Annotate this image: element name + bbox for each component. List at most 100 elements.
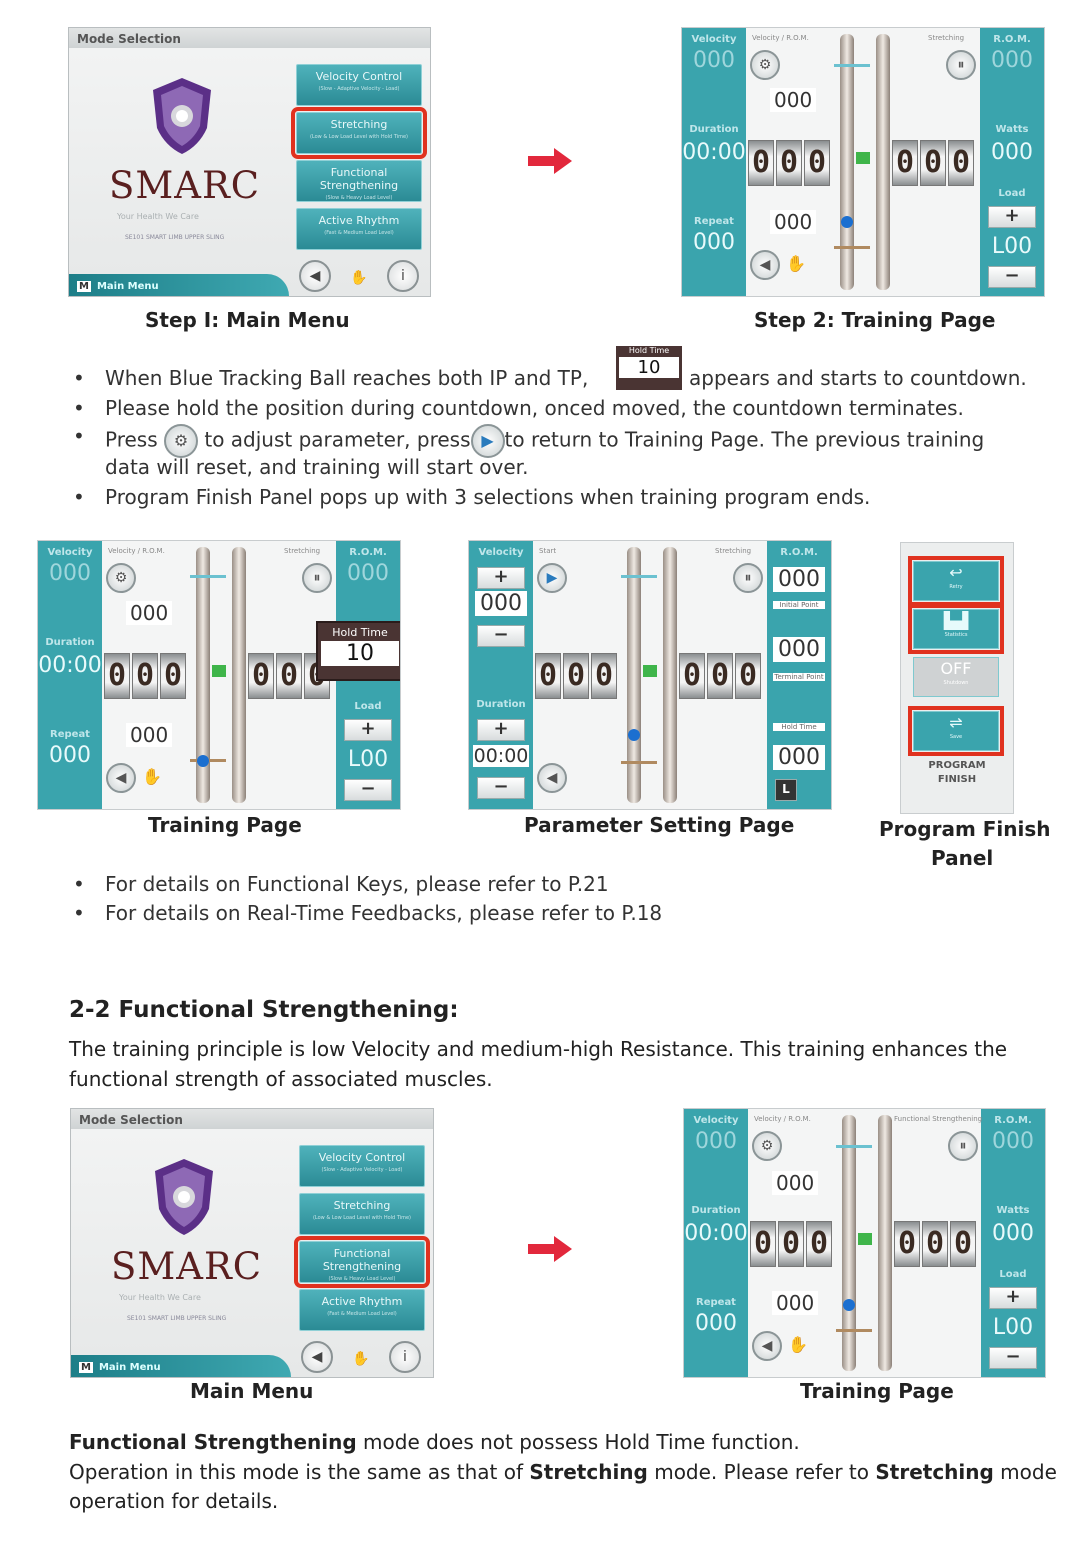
duration-label: Duration [476,699,526,710]
statistics-button[interactable]: ▙▟Statistics [908,604,1004,654]
duration-value: 00:00 [473,745,529,767]
cancel-hand-icon[interactable]: ✋ [350,270,368,286]
initial-point-label: Initial Point [773,601,825,609]
note-line-2: Operation in this mode is the same as th… [69,1460,1057,1484]
left-panel: Velocity 000 Duration 00:00 Repeat 000 [682,28,746,296]
velocity-control-button[interactable]: Velocity Control(Slow - Adaptive Velocit… [299,1145,425,1187]
caption-training-page: Training Page [148,813,302,837]
velocity-plus-button[interactable]: + [477,567,525,589]
initial-point-value: 000 [773,567,825,592]
pause-icon[interactable]: ⏸ [946,50,976,80]
main-menu-screen-2: Mode Selection SMARC Your Health We Care… [70,1108,434,1378]
load-label: Load [354,701,382,712]
repeat-value: 000 [695,1311,737,1336]
mode-selection-title: Mode Selection [77,32,181,46]
speaker-icon[interactable]: ◀ [750,250,780,280]
midpoint-marker [856,152,870,164]
velocity-value: 000 [475,591,527,616]
cancel-hand-icon[interactable]: ✋ [786,254,806,273]
gear-icon[interactable]: ⚙ [750,50,780,80]
velocity-minus-button[interactable]: − [477,625,525,647]
play-icon: ▶ [470,424,505,458]
play-icon[interactable]: ▶ [537,563,567,593]
cancel-hand-icon[interactable]: ✋ [352,1351,370,1367]
repeat-label: Repeat [696,1297,736,1308]
pause-icon[interactable]: ⏸ [948,1131,978,1161]
smarc-brand: SMARC [109,164,261,207]
duration-plus-button[interactable]: + [477,719,525,741]
mode-selection-title: Mode Selection [79,1113,183,1127]
pause-icon[interactable]: ⏸ [733,563,763,593]
tracking-ball [197,755,209,767]
load-label: Load [998,188,1026,199]
smarc-brand: SMARC [111,1245,263,1288]
top-value: 000 [772,1171,819,1195]
start-mini-label: Start [539,547,557,555]
load-minus-button[interactable]: − [989,1347,1037,1369]
repeat-label: Repeat [694,216,734,227]
midpoint-marker [212,665,226,677]
velocity-value: 000 [49,561,91,586]
ip-marker [834,246,870,249]
speaker-icon[interactable]: ◀ [301,1341,333,1373]
mode-mini-label: Stretching [928,34,965,42]
speaker-icon[interactable]: ◀ [537,763,567,793]
velocity-label: Velocity [691,34,737,45]
speaker-icon[interactable]: ◀ [752,1331,782,1361]
gear-icon[interactable]: ⚙ [106,563,136,593]
functional-strengthening-button[interactable]: Functional Strengthening(Slow & Heavy Lo… [294,1236,430,1288]
arrow-icon [528,148,572,174]
caption-main-menu: Main Menu [190,1379,314,1403]
terminal-point-value: 000 [773,637,825,662]
cancel-hand-icon[interactable]: ✋ [788,1335,808,1354]
retry-button[interactable]: ↩Retry [908,556,1004,606]
load-plus-button[interactable]: + [989,1287,1037,1309]
hold-time-value: 000 [773,745,825,770]
pause-icon[interactable]: ⏸ [302,563,332,593]
caption-program-finish-2: Panel [931,846,994,870]
lock-toggle[interactable]: L [775,779,797,801]
load-minus-button[interactable]: − [988,266,1036,288]
repeat-value: 000 [693,230,735,255]
counter-right: 000 [248,653,330,699]
load-plus-button[interactable]: + [344,719,392,741]
gear-icon[interactable]: ⚙ [752,1131,782,1161]
info-icon[interactable]: i [387,260,419,292]
tp-marker [836,1145,872,1148]
rail-left [196,547,210,803]
duration-minus-button[interactable]: − [477,777,525,799]
stretching-button[interactable]: Stretching(Low & Low Load Level with Hol… [291,107,427,159]
load-plus-button[interactable]: + [988,206,1036,228]
duration-value: 00:00 [38,653,102,678]
rail-right [232,547,246,803]
caption-program-finish-1: Program Finish [879,817,1051,841]
save-button[interactable]: ⇌Save [908,706,1004,756]
note-line-3: operation for details. [69,1489,279,1513]
bottom-value: 000 [770,210,817,234]
right-panel: R.O.M. 000 Watts 000 Load + L00 − [981,1109,1045,1377]
rail-left [840,34,854,290]
mode-mini-label: Stretching [715,547,752,555]
caption-step1: Step I: Main Menu [145,308,350,332]
velocity-control-button[interactable]: Velocity Control(Slow - Adaptive Velocit… [296,64,422,106]
training-screen-step2: Velocity 000 Duration 00:00 Repeat 000 R… [681,27,1045,297]
active-rhythm-button[interactable]: Active Rhythm(Fast & Medium Load Level) [299,1289,425,1331]
speaker-icon[interactable]: ◀ [299,260,331,292]
load-minus-button[interactable]: − [344,779,392,801]
velocity-rom-mini-label: Velocity / R.O.M. [754,1115,811,1123]
speaker-icon[interactable]: ◀ [106,763,136,793]
cancel-hand-icon[interactable]: ✋ [142,767,162,786]
stretching-button[interactable]: Stretching(Low & Low Load Level with Hol… [299,1193,425,1235]
active-rhythm-button[interactable]: Active Rhythm(Fast & Medium Load Level) [296,208,422,250]
info-icon[interactable]: i [389,1341,421,1373]
caption-parameter-setting: Parameter Setting Page [524,813,795,837]
functional-strengthening-button[interactable]: Functional Strengthening(Slow & Heavy Lo… [296,160,422,202]
rail-left [842,1115,856,1371]
watts-value: 000 [992,1221,1034,1246]
arrow-icon [528,1236,572,1262]
